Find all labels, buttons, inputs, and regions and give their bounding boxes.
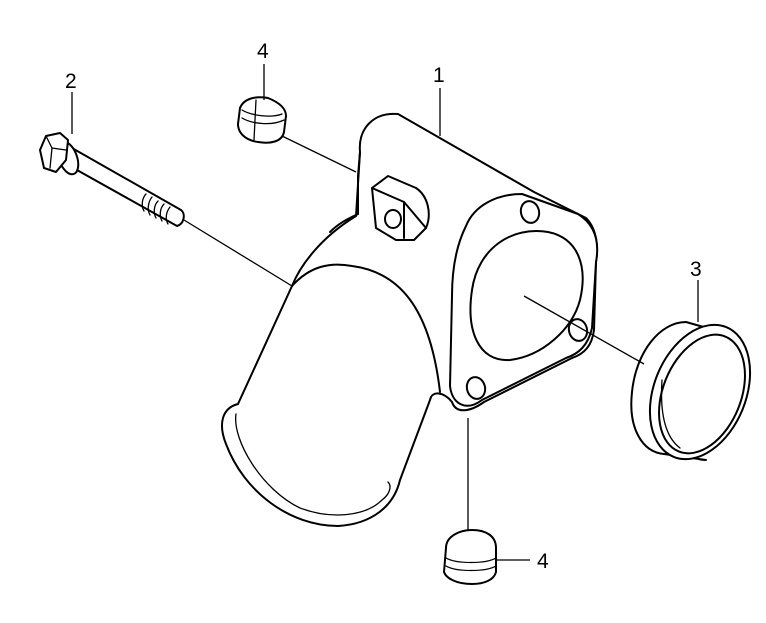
callout-part-4-bottom: 4 bbox=[537, 550, 549, 573]
leader-line-part-3-axis bbox=[523, 295, 645, 365]
callout-part-1: 1 bbox=[433, 64, 445, 87]
leader-line-part-2-axis bbox=[183, 219, 293, 287]
bolt-part-2[interactable] bbox=[39, 132, 185, 227]
thermostat-housing-part-1[interactable] bbox=[221, 112, 599, 527]
plug-bottom-part-4[interactable] bbox=[443, 529, 497, 585]
plug-top-part-4[interactable] bbox=[237, 96, 287, 144]
callout-part-2: 2 bbox=[65, 70, 77, 93]
callout-part-3: 3 bbox=[690, 258, 702, 281]
leader-line-part-4-top-axis bbox=[281, 135, 357, 173]
callout-part-4-top: 4 bbox=[257, 40, 269, 63]
seal-ring-part-3[interactable] bbox=[630, 310, 766, 474]
